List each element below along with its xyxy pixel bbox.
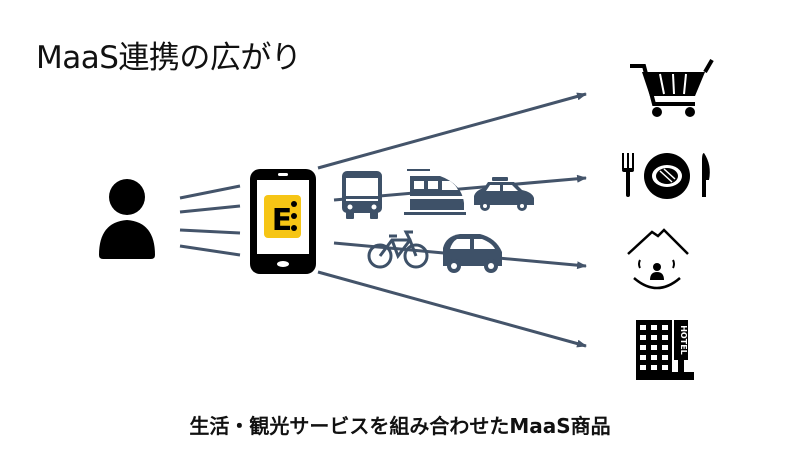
hotel-icon: HOTEL [636, 320, 694, 380]
signal-lines [179, 184, 241, 257]
user-icon [99, 179, 155, 259]
app-icon-letter: E [272, 203, 293, 238]
arrow-to-shopping [317, 92, 587, 170]
hotel-sign: HOTEL [679, 325, 688, 355]
train-icon [404, 169, 466, 215]
onsen-icon [627, 228, 689, 290]
app-icon: E [264, 195, 301, 238]
shopping-cart-icon [630, 58, 714, 117]
bus-icon [342, 171, 382, 219]
slide-title: MaaS連携の広がり [36, 40, 302, 76]
car-icon [443, 234, 502, 273]
slide-caption: 生活・観光サービスを組み合わせたMaaS商品 [189, 414, 611, 438]
taxi-icon [474, 177, 534, 211]
service-arrows [317, 92, 587, 348]
bicycle-icon [367, 230, 429, 269]
arrow-to-hotel [317, 270, 587, 348]
dining-icon [622, 153, 710, 199]
